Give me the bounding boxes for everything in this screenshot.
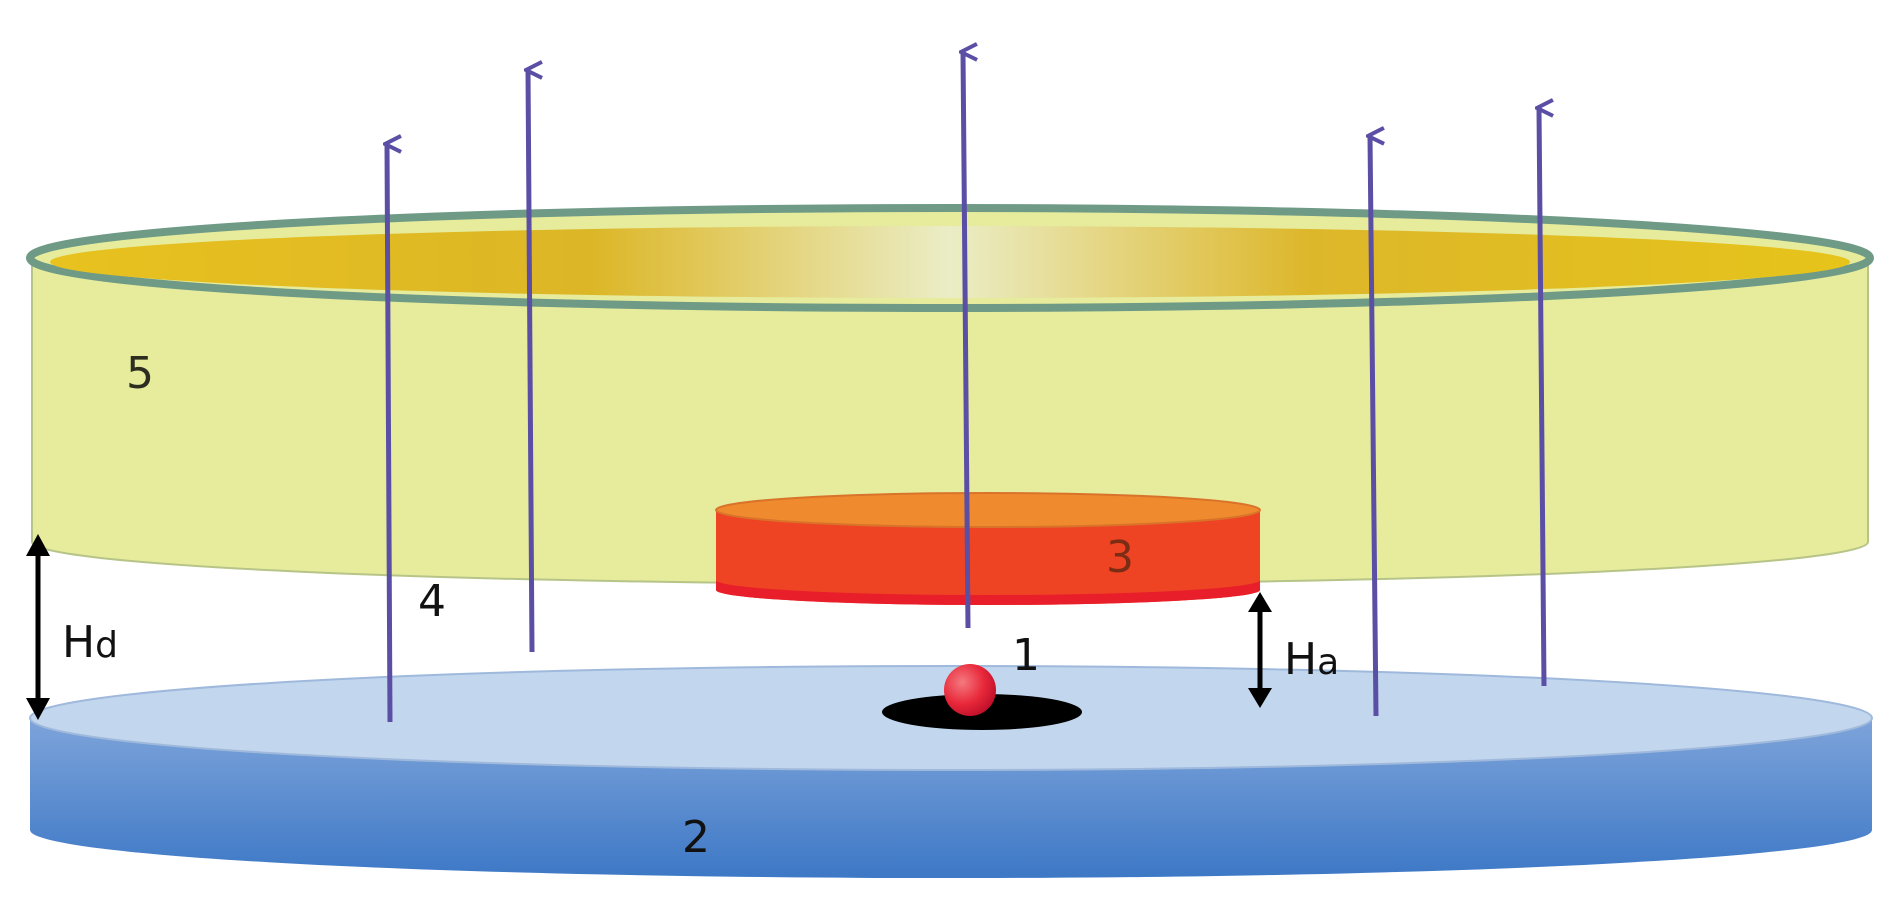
hd-label: Hd — [62, 617, 118, 668]
magnet-disk — [715, 492, 1261, 605]
up-arrow-icon — [1370, 136, 1376, 717]
ha-dimension: Ha — [1248, 592, 1339, 708]
magnet-disk-label: 3 — [1106, 532, 1134, 583]
ball — [944, 664, 996, 716]
hd-dimension: Hd — [26, 534, 118, 720]
ring-label: 5 — [126, 348, 154, 399]
up-arrow-icon — [387, 144, 390, 723]
ha-label: Ha — [1284, 634, 1339, 685]
up-arrow-icon — [963, 52, 968, 629]
field-lines-label: 4 — [418, 576, 446, 627]
base-disk-label: 2 — [682, 812, 710, 863]
ring — [26, 204, 1874, 585]
field-lines — [387, 52, 1544, 723]
up-arrow-icon — [1539, 108, 1544, 687]
up-arrow-icon — [528, 70, 532, 653]
ball-label: 1 — [1012, 630, 1040, 681]
